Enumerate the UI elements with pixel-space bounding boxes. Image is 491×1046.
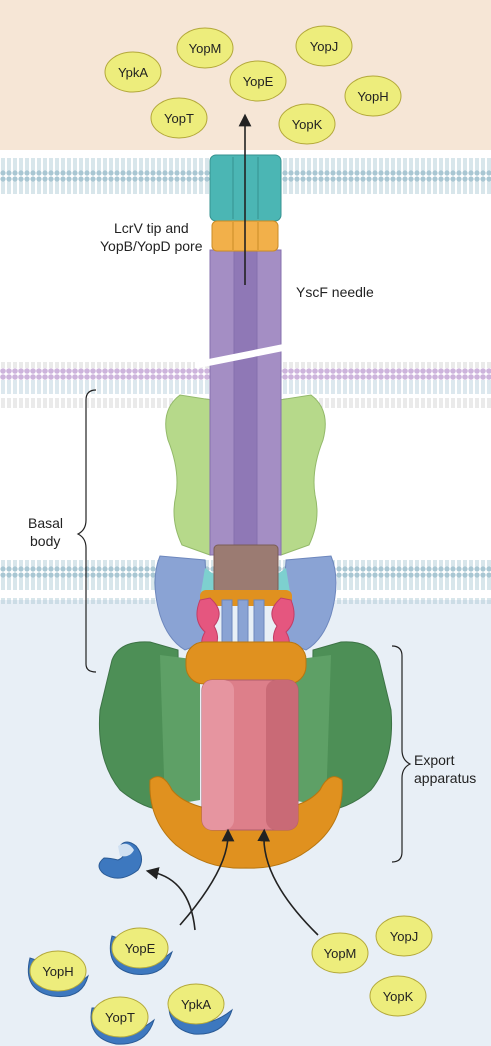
- effector-label: YopK: [383, 989, 414, 1004]
- effector-yopk-secreted: YopK: [279, 104, 335, 144]
- effector-label: YopJ: [390, 929, 418, 944]
- effector-label: YopT: [105, 1010, 135, 1025]
- tip-label-line2: YopB/YopD pore: [100, 238, 203, 255]
- basal-body-label-line1: Basal: [28, 515, 63, 532]
- effector-yoph-secreted: YopH: [345, 76, 401, 116]
- effector-ypka-chaperoned: YpkA: [168, 984, 224, 1024]
- effector-yopk-free: YopK: [370, 976, 426, 1016]
- effector-yopt-chaperoned: YopT: [92, 997, 148, 1037]
- effector-label: YopT: [164, 111, 194, 126]
- export-apparatus-left: [202, 680, 234, 830]
- needle-left-strand: [210, 250, 234, 555]
- tip-label-line1: LcrV tip and: [114, 220, 189, 237]
- effector-ypka-secreted: YpkA: [105, 52, 161, 92]
- effector-label: YopH: [357, 89, 388, 104]
- basal-body-label-line2: body: [30, 533, 60, 550]
- effector-label: YopK: [292, 117, 323, 132]
- effector-label: YopM: [324, 946, 357, 961]
- sorting-platform-bottom: [186, 642, 306, 684]
- effector-label: YopH: [42, 964, 73, 979]
- effector-yope-chaperoned: YopE: [112, 928, 168, 968]
- platform-post-3: [254, 600, 264, 645]
- export-apparatus-label-line1: Export: [414, 752, 454, 769]
- export-apparatus-right: [266, 680, 298, 830]
- effector-label: YpkA: [118, 65, 148, 80]
- effector-yope-secreted: YopE: [230, 61, 286, 101]
- effector-label: YopM: [189, 41, 222, 56]
- effector-yopj-secreted: YopJ: [296, 26, 352, 66]
- platform-post-2: [238, 600, 248, 645]
- export-apparatus-label-line2: apparatus: [414, 770, 476, 787]
- needle-label: YscF needle: [296, 284, 374, 301]
- effector-label: YopE: [125, 941, 156, 956]
- needle-right-strand: [257, 250, 281, 555]
- effector-yoph-chaperoned: YopH: [30, 951, 86, 991]
- effector-label: YopE: [243, 74, 274, 89]
- effector-label: YopJ: [310, 39, 338, 54]
- effector-label: YpkA: [181, 997, 211, 1012]
- platform-post-1: [222, 600, 232, 645]
- effector-yopm-secreted: YopM: [177, 28, 233, 68]
- effector-yopm-free: YopM: [312, 933, 368, 973]
- effector-yopj-free: YopJ: [376, 916, 432, 956]
- needle-center-strand: [234, 250, 257, 555]
- effector-yopt-secreted: YopT: [151, 98, 207, 138]
- inner-rod: [214, 545, 278, 593]
